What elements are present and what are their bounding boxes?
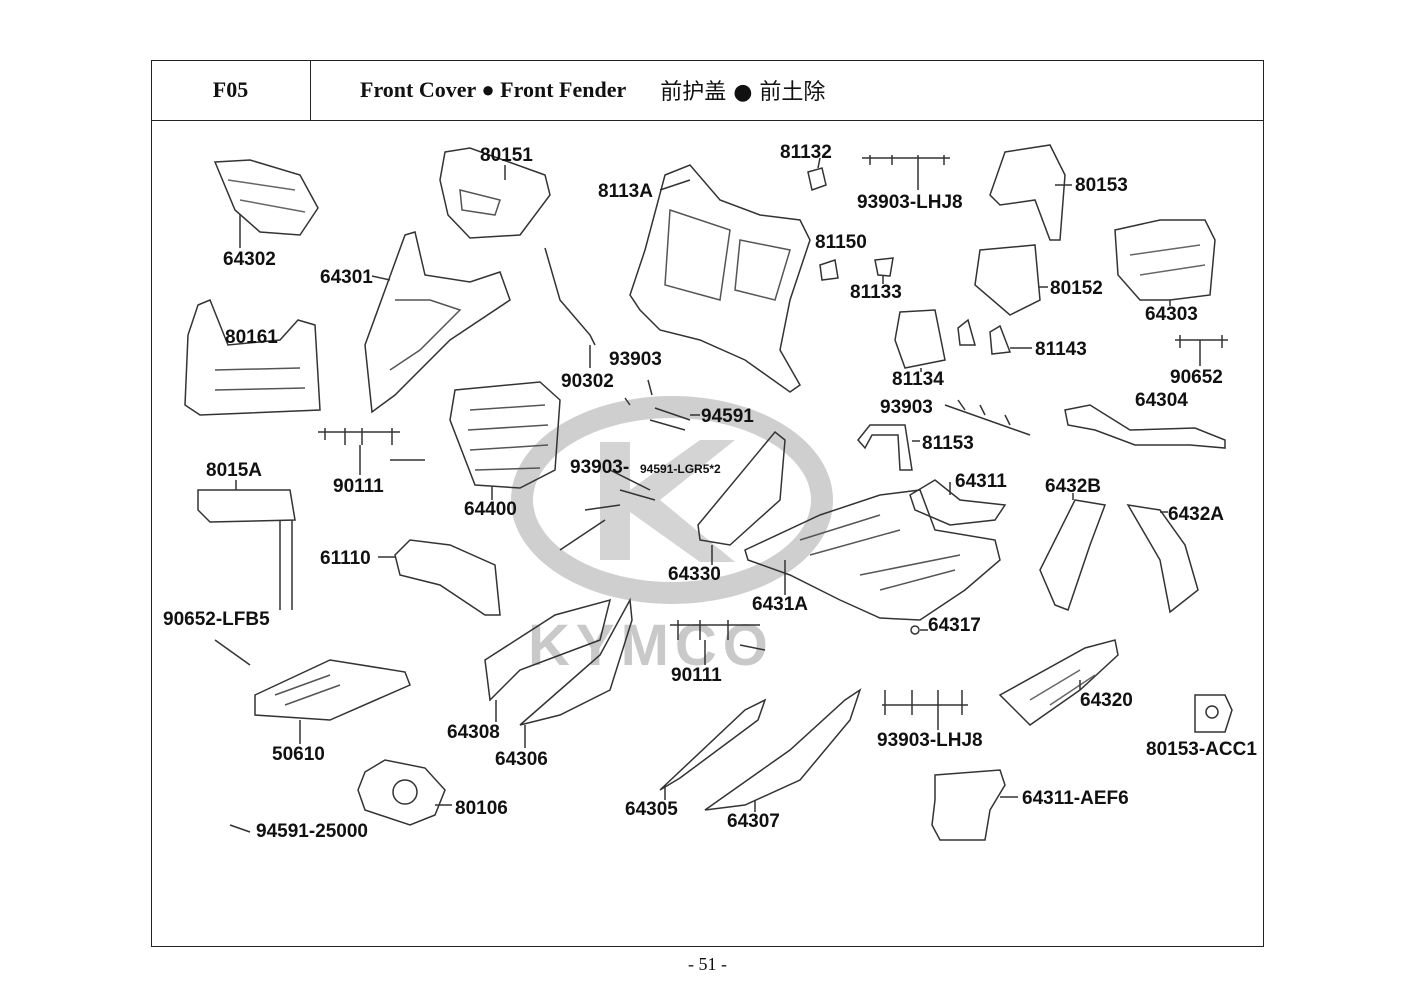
section-code: F05 — [212, 77, 249, 102]
part-label-81153: 81153 — [922, 433, 974, 454]
part-label-61110: 61110 — [320, 548, 371, 569]
part-64306-shape — [519, 597, 633, 726]
part-64320-shape — [998, 639, 1119, 726]
part-label-81133: 81133 — [850, 282, 902, 303]
part-label-80153: 80153 — [1075, 175, 1128, 196]
part-64302-shape — [213, 159, 319, 236]
part-6431A-shape — [744, 489, 1001, 621]
part-64311-AEF6-shape — [931, 769, 1006, 841]
part-label-94591: 94591 — [701, 406, 754, 427]
header-divider — [151, 120, 1264, 121]
part-64304-shape — [1064, 404, 1226, 449]
part-label-93903-LHJ8-top: 93903-LHJ8 — [857, 192, 963, 213]
part-94591-25000-shape — [229, 824, 251, 833]
part-80106-shape — [357, 759, 446, 826]
part-64301-shape — [364, 231, 511, 414]
part-label-93903-LHJ8-bottom: 93903-LHJ8 — [877, 730, 983, 751]
part-93903-LHJ8-top-shape — [862, 155, 950, 165]
part-81132-shape — [807, 167, 827, 191]
part-label-90111-a: 90111 — [333, 476, 384, 497]
part-80161-shape — [184, 299, 321, 416]
diagram-frame — [151, 60, 1264, 947]
part-label-93903-b: 93903 — [880, 397, 933, 418]
part-90652-shape — [1175, 335, 1228, 348]
part-label-80153-ACC1: 80153-ACC1 — [1146, 739, 1257, 760]
part-label-64330: 64330 — [668, 564, 721, 585]
part-label-93903-a: 93903 — [609, 349, 662, 370]
part-label-64308: 64308 — [447, 722, 500, 743]
part-label-8015A: 8015A — [206, 460, 262, 481]
part-label-64304: 64304 — [1135, 390, 1188, 411]
part-94591-shape — [649, 407, 691, 431]
part-90652-LFB5-shape — [214, 639, 251, 666]
part-label-8113A: 8113A — [598, 181, 653, 202]
part-label-90652-LFB5: 90652-LFB5 — [163, 609, 270, 630]
part-81133-shape — [874, 257, 894, 277]
part-64400-shape — [449, 381, 561, 489]
title-chinese: 前护盖 ● 前土除 — [660, 80, 826, 105]
part-label-64311: 64311 — [955, 471, 1007, 492]
part-label-50610: 50610 — [272, 744, 325, 765]
part-81134-shape — [894, 309, 946, 369]
part-label-64400: 64400 — [464, 499, 517, 520]
part-64317-shape — [910, 625, 920, 635]
part-label-81134: 81134 — [892, 369, 944, 390]
part-90111-b-shape — [670, 620, 766, 651]
part-label-81132: 81132 — [780, 142, 832, 163]
part-label-64320: 64320 — [1080, 690, 1133, 711]
part-81153-shape — [857, 424, 913, 471]
part-label-6432B: 6432B — [1045, 476, 1101, 497]
part-label-64306: 64306 — [495, 749, 548, 770]
part-61110-shape — [394, 539, 501, 616]
part-label-64311-AEF6: 64311-AEF6 — [1022, 788, 1129, 809]
part-label-80152: 80152 — [1050, 278, 1103, 299]
part-80153-shape — [989, 144, 1066, 241]
part-label-94591-LGR5: 94591-LGR5*2 — [640, 462, 721, 476]
part-label-64301: 64301 — [320, 267, 373, 288]
part-8015A-shape — [197, 489, 296, 523]
part-label-6432A: 6432A — [1168, 504, 1224, 525]
part-label-93903-c: 93903- — [570, 457, 630, 478]
part-label-64317: 64317 — [928, 615, 981, 636]
header-column-divider — [310, 60, 311, 121]
part-64308-shape — [484, 598, 612, 702]
page-number: - 51 - — [688, 954, 727, 974]
part-label-80106: 80106 — [455, 798, 508, 819]
title-english: Front Cover ● Front Fender — [360, 77, 627, 102]
part-label-80151: 80151 — [480, 145, 533, 166]
part-81143-shape — [957, 318, 1012, 355]
part-label-94591-25000: 94591-25000 — [256, 821, 368, 842]
part-90111-a-shape — [318, 428, 425, 461]
part-6432B-shape — [1039, 499, 1107, 611]
part-label-64307: 64307 — [727, 811, 780, 832]
part-label-64305: 64305 — [625, 799, 678, 820]
part-label-81143: 81143 — [1035, 339, 1087, 360]
part-90302-shape — [544, 247, 596, 346]
part-label-64302: 64302 — [223, 249, 276, 270]
part-label-81150: 81150 — [815, 232, 867, 253]
part-64305-shape — [659, 698, 767, 791]
part-81150-shape — [819, 259, 839, 281]
part-label-6431A: 6431A — [752, 594, 808, 615]
part-6432A-shape — [1126, 504, 1199, 614]
part-label-90302: 90302 — [561, 371, 614, 392]
section-title: Front Cover ● Front Fender 前护盖 ● 前土除 — [360, 60, 825, 120]
part-label-90111-b: 90111 — [671, 665, 722, 686]
part-64303-shape — [1114, 219, 1216, 301]
part-80151-shape — [439, 147, 551, 239]
part-80153-ACC1-shape — [1194, 694, 1233, 733]
part-80152-shape — [974, 244, 1041, 316]
part-label-64303: 64303 — [1145, 304, 1198, 325]
part-64307-shape — [704, 688, 862, 811]
part-50610-shape — [254, 659, 411, 721]
part-64330-shape — [697, 430, 786, 546]
part-8113A-shape — [629, 164, 811, 393]
part-64311-shape — [909, 479, 1007, 526]
part-93903-LHJ8-bottom-shape — [882, 690, 968, 715]
part-label-90652: 90652 — [1170, 367, 1223, 388]
part-label-80161: 80161 — [225, 327, 278, 348]
